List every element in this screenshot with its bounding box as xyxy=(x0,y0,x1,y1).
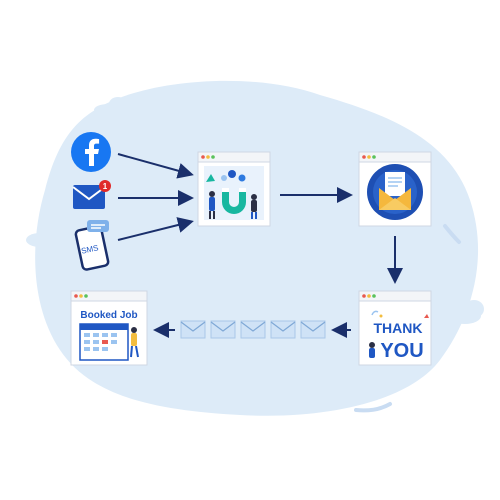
you-text: YOU xyxy=(380,340,423,362)
mini-envelope-icon xyxy=(180,320,206,339)
step-window-booked-job: Booked Job xyxy=(70,290,148,366)
cloud-right xyxy=(449,300,484,324)
mini-envelope-icon xyxy=(240,320,266,339)
thank-you-lettering-icon: THANK YOU xyxy=(369,310,429,362)
phone-sms-icon: SMS xyxy=(74,220,110,271)
notification-badge: 1 xyxy=(99,180,111,192)
decor-stroke-right xyxy=(443,224,461,244)
arrow-facebook-to-lead xyxy=(117,153,194,179)
booked-job-title: Booked Job xyxy=(80,310,137,321)
step-window-thank-you: THANK YOU xyxy=(358,290,432,366)
cloud-top-left xyxy=(94,97,127,116)
mini-envelope-icon xyxy=(210,320,236,339)
cloud-right-upper xyxy=(426,174,454,192)
step-window-lead-magnet xyxy=(197,151,271,227)
thank-text: THANK xyxy=(374,320,423,336)
follow-up-emails xyxy=(180,320,326,339)
mini-envelope-icon xyxy=(270,320,296,339)
calendar-booking-icon xyxy=(79,323,139,361)
envelope-icon xyxy=(72,185,106,209)
step-window-mail-delivery xyxy=(358,151,432,227)
notification-badge-count: 1 xyxy=(103,182,108,191)
facebook-icon xyxy=(71,132,111,172)
mini-envelope-icon xyxy=(300,320,326,339)
arrow-sms-to-lead xyxy=(117,217,194,241)
open-mail-icon xyxy=(367,164,423,220)
cloud-left xyxy=(26,226,59,247)
sms-label: SMS xyxy=(80,243,99,255)
magnet-people-icon xyxy=(204,166,264,220)
decor-stroke-bottom xyxy=(354,402,392,413)
